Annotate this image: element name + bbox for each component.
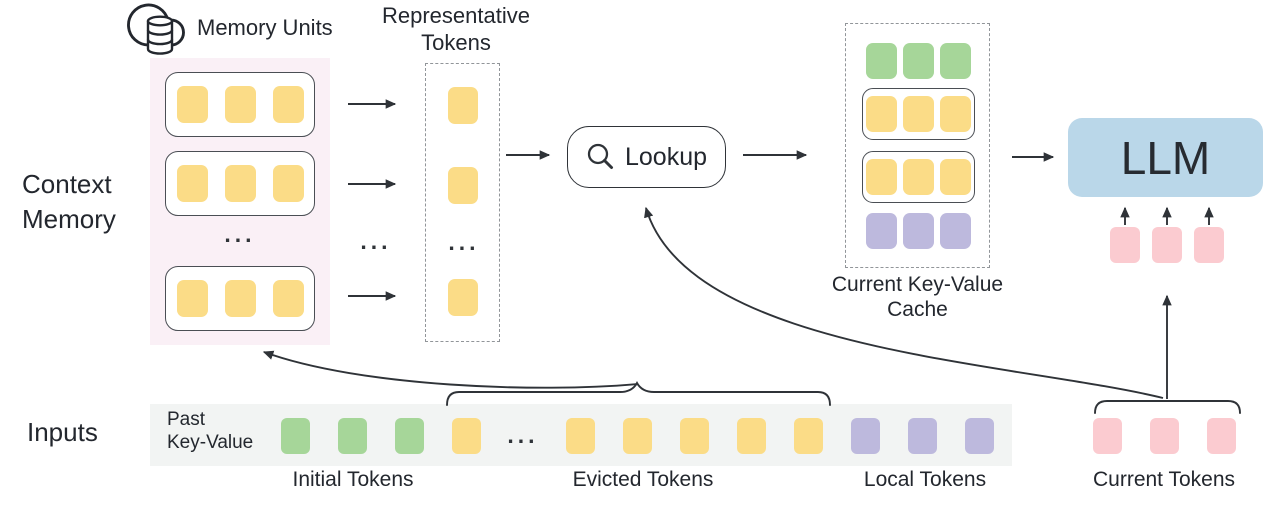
past-kv-label-line2: Key-Value [167,432,254,453]
memory-token [272,86,304,123]
local-tokens-label: Local Tokens [863,468,987,491]
current-token [1207,418,1236,454]
cloud-database-icon [127,3,185,55]
evicted-token [794,418,823,454]
memory-token [272,165,304,202]
cache-label-line2: Cache [887,298,948,321]
context-memory-label: Context Memory [22,167,116,237]
cache-initial-row [846,43,991,79]
evicted-tokens-brace [446,381,831,406]
memory-token [176,280,208,317]
representative-tokens-title-line1: Representative [382,3,530,28]
local-token [908,418,937,454]
cache-token [866,159,897,195]
evicted-token [566,418,595,454]
current-tokens-label: Current Tokens [1092,468,1236,491]
representative-tokens-title: Representative Tokens [346,2,566,56]
memory-unit-row [165,72,315,137]
cache-memory-unit [862,151,975,203]
strip-ellipsis: ... [507,422,539,448]
cache-token [903,96,934,132]
past-kv-label-line1: Past [167,409,206,430]
mid-ellipsis: ... [360,228,392,254]
cache-token [940,96,971,132]
inputs-label: Inputs [27,417,98,447]
cache-token [940,43,971,79]
cache-token [866,43,897,79]
cache-token [903,159,934,195]
context-memory-label-line1: Context [22,169,112,199]
memory-units-label: Memory Units [197,15,333,40]
context-memory-panel: ... [150,58,330,345]
search-icon [587,143,613,169]
evicted-token [452,418,481,454]
cache-token [903,213,934,249]
representative-ellipsis: ... [448,229,480,255]
initial-tokens-label: Initial Tokens [292,468,414,491]
memory-unit-row [165,151,315,216]
representative-tokens-box: ... [425,63,500,342]
memory-token [272,280,304,317]
current-kv-cache-box [845,23,990,268]
cache-local-row [846,213,991,249]
memory-token [224,86,256,123]
current-token [1093,418,1122,454]
representative-token [448,279,478,316]
evicted-token [680,418,709,454]
local-token [851,418,880,454]
memory-ellipsis: ... [224,221,256,247]
evicted-tokens-label: Evicted Tokens [572,468,714,491]
cache-token [940,213,971,249]
memory-token [224,165,256,202]
llm-label: LLM [1120,131,1211,184]
cache-token [866,213,897,249]
llm-input-token [1152,227,1182,263]
current-kv-cache-label: Current Key-Value Cache [795,272,1040,322]
representative-token [448,167,478,204]
current-tokens-bracket [1094,400,1241,414]
initial-token [338,418,367,454]
memory-token [224,280,256,317]
cache-token [866,96,897,132]
evicted-token [737,418,766,454]
context-memory-label-line2: Memory [22,204,116,234]
current-token [1150,418,1179,454]
initial-token [395,418,424,454]
representative-token [448,87,478,124]
past-kv-label: Past Key-Value [167,408,253,454]
evicted-token [623,418,652,454]
memory-unit-row [165,266,315,331]
lookup-node: Lookup [567,126,726,188]
cache-token [903,43,934,79]
llm-input-token [1194,227,1224,263]
llm-node: LLM [1068,118,1263,197]
local-token [965,418,994,454]
cache-label-line1: Current Key-Value [831,273,1004,296]
memory-token [176,86,208,123]
initial-token [281,418,310,454]
representative-tokens-title-line2: Tokens [421,30,491,55]
cache-token [940,159,971,195]
memory-token [176,165,208,202]
lookup-label: Lookup [624,142,708,171]
cache-memory-unit [862,88,975,140]
arrow-evicted-to-memory [262,350,639,389]
llm-input-token [1110,227,1140,263]
